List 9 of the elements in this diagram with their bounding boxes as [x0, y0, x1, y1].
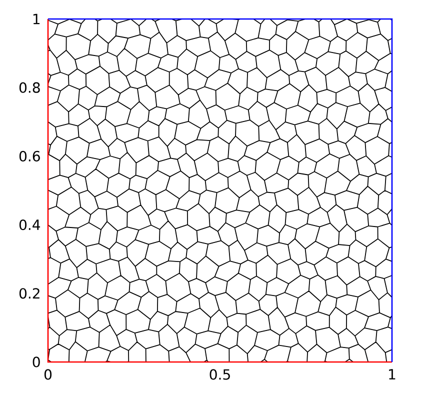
tick-label: 0.5: [210, 369, 230, 380]
tick-label: 0.6: [19, 150, 40, 162]
tick-label: 1: [389, 369, 396, 380]
tick-label: 0.8: [19, 82, 40, 93]
tick-label: 0: [44, 369, 52, 380]
tick-label: 0.4: [19, 220, 40, 230]
tick-label: 0.2: [19, 288, 40, 299]
tick-label: 1: [33, 14, 40, 24]
tick-label: 0: [32, 356, 40, 368]
